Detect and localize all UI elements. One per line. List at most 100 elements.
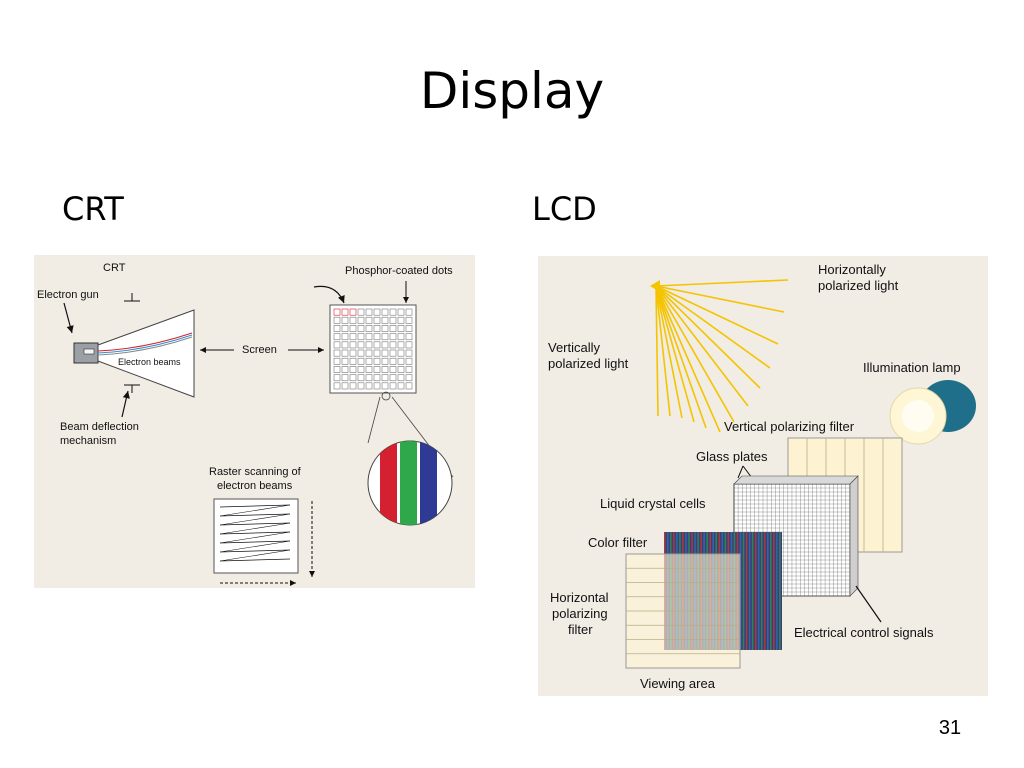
phosphor-dot	[405, 333, 413, 341]
color-stripe	[745, 532, 748, 650]
phosphor-dot	[349, 308, 357, 316]
phosphor-dot	[365, 374, 373, 382]
phosphor-dot	[381, 374, 389, 382]
light-source-point	[650, 280, 660, 292]
polarized-light-rays	[650, 279, 789, 433]
crt-funnel	[97, 309, 195, 398]
phosphor-dot	[405, 357, 413, 365]
phosphor-dot	[341, 349, 349, 357]
phosphor-dot	[389, 325, 397, 332]
phosphor-dot	[365, 316, 373, 324]
phosphor-dot	[373, 366, 381, 373]
phosphor-dot	[365, 325, 373, 332]
beam-deflection-label-1: Beam deflection	[60, 421, 139, 433]
glass-plate-side	[849, 475, 859, 597]
viewing-area-label: Viewing area	[640, 676, 716, 691]
phosphor-dot	[389, 333, 397, 341]
color-stripe	[751, 532, 754, 650]
phosphor-dot	[405, 308, 413, 316]
light-ray	[655, 285, 683, 419]
color-stripe	[754, 532, 757, 650]
phosphor-dot	[333, 382, 341, 390]
raster-label-1: Raster scanning of	[209, 466, 302, 478]
phosphor-dot	[381, 357, 389, 365]
vertically-polarized-label-2: polarized light	[548, 356, 629, 371]
phosphor-dot	[381, 325, 389, 332]
glass-plates-label: Glass plates	[696, 449, 768, 464]
phosphor-green-stripe	[400, 441, 417, 525]
raster-scan-lines	[219, 504, 291, 562]
phosphor-dot	[357, 308, 365, 316]
beam-deflection-label-2: mechanism	[60, 435, 116, 447]
horizontally-polarized-label-2: polarized light	[818, 278, 899, 293]
slide-title: Display	[419, 62, 605, 120]
color-stripe	[742, 532, 745, 650]
light-ray	[655, 285, 785, 313]
phosphor-dot	[365, 357, 373, 365]
phosphor-dot	[389, 374, 397, 382]
raster-line	[219, 540, 291, 544]
phosphor-dot	[349, 333, 357, 341]
color-stripe	[763, 532, 766, 650]
raster-line	[219, 549, 291, 553]
phosphor-dot	[349, 341, 357, 349]
phosphor-dot	[349, 316, 357, 324]
horizontal-filter-label-1: Horizontal	[550, 590, 609, 605]
phosphor-dot	[397, 308, 405, 316]
beam-blue	[97, 334, 193, 354]
page-number: 31	[938, 717, 962, 739]
electron-gun-slot	[83, 348, 95, 355]
phosphor-dot	[397, 366, 405, 373]
phosphor-red-stripe	[380, 441, 397, 525]
raster-line	[219, 522, 291, 526]
light-ray	[655, 285, 761, 389]
phosphor-dot	[357, 366, 365, 373]
phosphor-dot	[381, 366, 389, 373]
raster-retrace	[219, 513, 291, 526]
phosphor-dots-label: Phosphor-coated dots	[345, 265, 453, 277]
phosphor-dot	[333, 333, 341, 341]
phosphor-dot	[333, 366, 341, 373]
horizontally-polarized-label-1: Horizontally	[818, 262, 886, 277]
phosphor-dot	[365, 308, 373, 316]
raster-retrace	[219, 540, 291, 553]
phosphor-dot	[357, 374, 365, 382]
phosphor-dot	[341, 357, 349, 365]
phosphor-dot	[405, 316, 413, 324]
phosphor-dot	[397, 357, 405, 365]
light-ray	[655, 285, 735, 423]
phosphor-dot	[349, 366, 357, 373]
phosphor-dot	[397, 325, 405, 332]
raster-retrace	[219, 522, 291, 535]
color-stripe	[760, 532, 763, 650]
phosphor-blue-stripe	[420, 441, 437, 525]
phosphor-dot	[341, 316, 349, 324]
phosphor-dot	[405, 382, 413, 390]
phosphor-screen	[329, 304, 417, 394]
electron-beams-label: Electron beams	[118, 357, 181, 367]
lcd-diagram-svg: Horizontally polarized light Vertically …	[548, 262, 976, 691]
phosphor-dot	[373, 374, 381, 382]
phosphor-dot	[357, 349, 365, 357]
phosphor-dot-grid	[333, 308, 413, 390]
color-stripe	[770, 532, 772, 650]
phosphor-dot	[333, 316, 341, 324]
phosphor-dot	[389, 357, 397, 365]
phosphor-dot	[381, 349, 389, 357]
phosphor-dot	[341, 366, 349, 373]
phosphor-dot	[397, 333, 405, 341]
raster-line	[219, 504, 291, 508]
phosphor-dot	[365, 349, 373, 357]
electron-gun-pointer	[63, 302, 74, 334]
crt-heading: CRT	[62, 190, 124, 228]
raster-label-2: electron beams	[217, 480, 293, 492]
raster-line	[219, 558, 291, 562]
phosphor-dot	[397, 316, 405, 324]
phosphor-dot	[373, 325, 381, 332]
phosphor-dot	[389, 341, 397, 349]
horizontal-filter-lines	[626, 567, 740, 655]
phosphor-dot	[381, 308, 389, 316]
crt-figure-title: CRT	[103, 262, 126, 274]
phosphor-dot	[333, 308, 341, 316]
phosphor-dot	[349, 374, 357, 382]
